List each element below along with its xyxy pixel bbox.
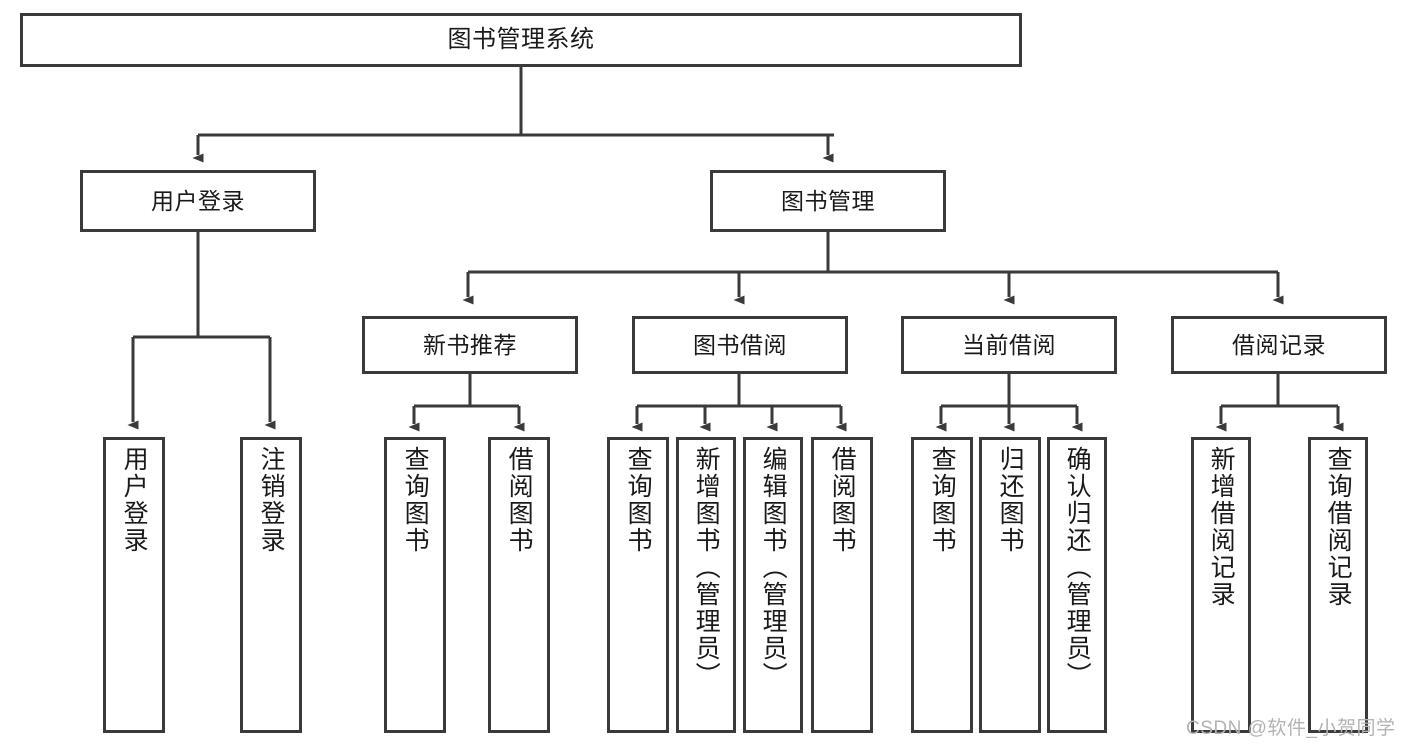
node-label: 图书借阅 [693,331,787,358]
leaf-record-query-record[interactable]: 查询借阅记录 [1308,437,1368,733]
node-label: 确认归还（管理员） [1063,446,1092,689]
node-label: 新书推荐 [423,331,517,358]
leaf-current-query-book[interactable]: 查询图书 [911,437,973,733]
leaf-borrow-borrow-book[interactable]: 借阅图书 [811,437,873,733]
node-book-management[interactable]: 图书管理 [710,170,946,232]
node-label: 当前借阅 [962,331,1056,358]
node-current-borrow[interactable]: 当前借阅 [901,316,1117,374]
node-label: 图书管理系统 [447,26,595,54]
leaf-record-add-record[interactable]: 新增借阅记录 [1191,437,1251,733]
node-label: 编辑图书（管理员） [759,446,788,689]
leaf-user-login-login[interactable]: 用户登录 [103,437,165,733]
leaf-borrow-query-book[interactable]: 查询图书 [607,437,669,733]
node-label: 用户登录 [151,187,245,214]
node-label: 用户登录 [120,446,149,554]
leaf-user-login-logout[interactable]: 注销登录 [240,437,302,733]
node-book-borrow[interactable]: 图书借阅 [632,316,848,374]
node-label: 借阅记录 [1232,331,1326,358]
node-label: 借阅图书 [505,446,534,554]
node-label: 新增借阅记录 [1207,446,1236,608]
node-label: 归还图书 [996,446,1025,554]
node-root-book-management-system[interactable]: 图书管理系统 [20,13,1022,67]
leaf-current-confirm-return-admin[interactable]: 确认归还（管理员） [1047,437,1107,733]
node-borrow-record[interactable]: 借阅记录 [1171,316,1387,374]
node-label: 查询图书 [624,446,653,554]
csdn-watermark: CSDN @软件_小贺同学 [1186,718,1396,739]
node-label: 查询图书 [928,446,957,554]
node-label: 查询图书 [401,446,430,554]
node-new-book-recommend[interactable]: 新书推荐 [362,316,578,374]
leaf-recommend-query-book[interactable]: 查询图书 [384,437,446,733]
leaf-borrow-edit-book-admin[interactable]: 编辑图书（管理员） [743,437,803,733]
node-label: 借阅图书 [828,446,857,554]
node-label: 图书管理 [781,187,875,214]
node-label: 注销登录 [257,446,286,554]
node-label: 新增图书（管理员） [692,446,721,689]
node-label: 查询借阅记录 [1324,446,1353,608]
leaf-current-return-book[interactable]: 归还图书 [979,437,1041,733]
leaf-borrow-add-book-admin[interactable]: 新增图书（管理员） [676,437,736,733]
leaf-recommend-borrow-book[interactable]: 借阅图书 [488,437,550,733]
node-user-login[interactable]: 用户登录 [80,170,316,232]
